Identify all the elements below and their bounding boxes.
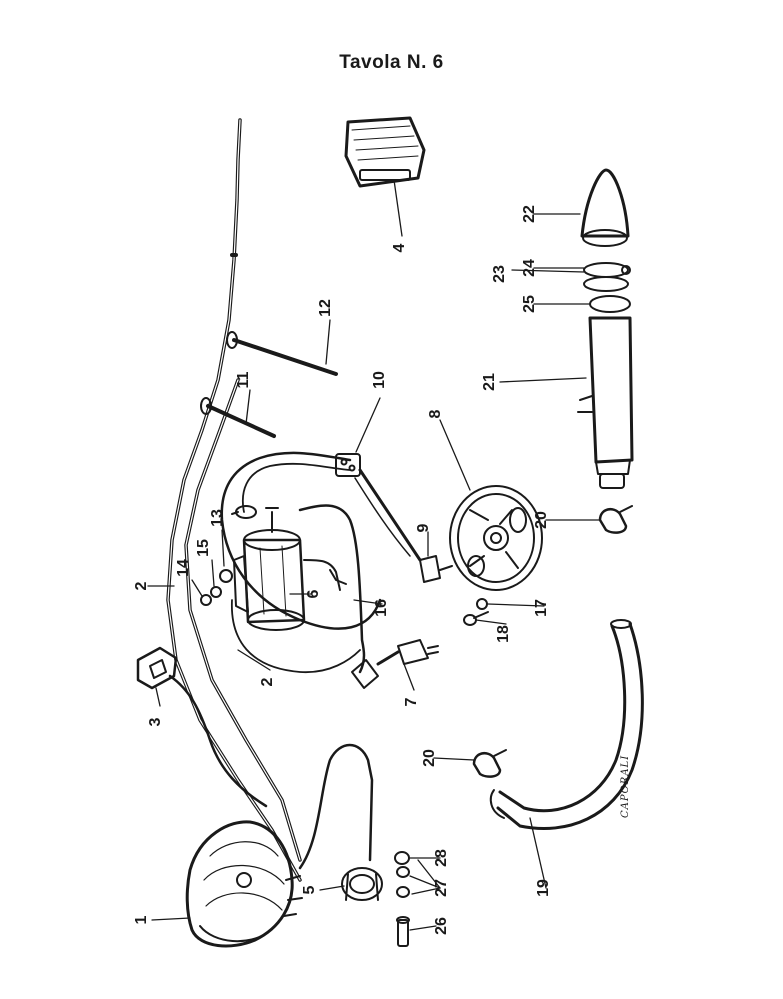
wiring-harness — [220, 451, 422, 630]
part-number-label: 9 — [415, 523, 432, 532]
part-number-label: 24 — [521, 259, 538, 277]
silencer-ring-23 — [583, 262, 631, 278]
cable-16-end — [329, 569, 347, 585]
part-number-label: 14 — [175, 559, 192, 577]
cable-grommet — [419, 555, 453, 583]
main-cable — [166, 118, 302, 882]
part-number-label: 7 — [403, 697, 420, 706]
part-number-label: 20 — [533, 511, 550, 529]
part-number-label: 3 — [147, 717, 164, 726]
part-number-label: 2 — [133, 581, 150, 590]
washer-15 — [210, 586, 222, 598]
part-number-label: 20 — [421, 749, 438, 767]
silencer-ring-24 — [583, 276, 629, 292]
part-number-label: 28 — [433, 849, 450, 867]
part-number-label: 10 — [371, 371, 388, 389]
part-number-label: 19 — [535, 879, 552, 897]
artist-signature: CAPORALI — [620, 755, 631, 818]
part-number-label: 5 — [301, 885, 318, 894]
spark-plug-cap — [351, 639, 439, 689]
part-number-label: 12 — [317, 299, 334, 317]
pipe-clamp-lower — [472, 749, 507, 778]
part-number-label: 21 — [481, 373, 498, 391]
silencer-end-cap — [580, 168, 630, 247]
part-number-label: 8 — [427, 409, 444, 418]
nut-28 — [394, 851, 410, 865]
part-number-label: 27 — [433, 879, 450, 897]
silencer-body — [577, 316, 634, 489]
tail-light — [344, 116, 426, 188]
screw-26 — [396, 916, 410, 947]
part-number-label: 13 — [209, 509, 226, 527]
light-switch — [136, 646, 268, 808]
rod-12 — [226, 331, 338, 376]
washers-27 — [396, 866, 410, 898]
part-number-label: 18 — [495, 625, 512, 643]
leader-lines — [147, 179, 601, 931]
part-number-label: 22 — [521, 205, 538, 223]
part-number-label: 6 — [305, 589, 322, 598]
part-number-label: 25 — [521, 295, 538, 313]
part-number-label: 15 — [195, 539, 212, 557]
part-number-label: 4 — [391, 243, 408, 252]
part-number-label: 1 — [133, 915, 150, 924]
rod-11 — [200, 397, 276, 438]
pipe-clamp-upper — [598, 505, 633, 534]
lamp-socket — [341, 867, 383, 901]
part-number-label: 16 — [373, 599, 390, 617]
silencer-ring-25 — [589, 295, 631, 313]
ignition-coil — [231, 504, 366, 674]
washer-13 — [219, 569, 233, 583]
screw-17 — [476, 598, 488, 610]
part-number-label: 26 — [433, 917, 450, 935]
part-number-label: 11 — [235, 371, 252, 388]
headlight — [185, 743, 374, 948]
washer-14 — [200, 594, 212, 606]
junction-connector — [335, 453, 361, 477]
magneto-stator — [449, 485, 543, 591]
part-number-label: 2 — [259, 677, 276, 686]
terminal-18 — [463, 611, 489, 626]
plate-title: Tavola N. 6 — [339, 52, 444, 73]
part-number-label: 17 — [533, 599, 550, 617]
part-number-label: 23 — [491, 265, 508, 283]
exhaust-pipe — [489, 619, 644, 830]
